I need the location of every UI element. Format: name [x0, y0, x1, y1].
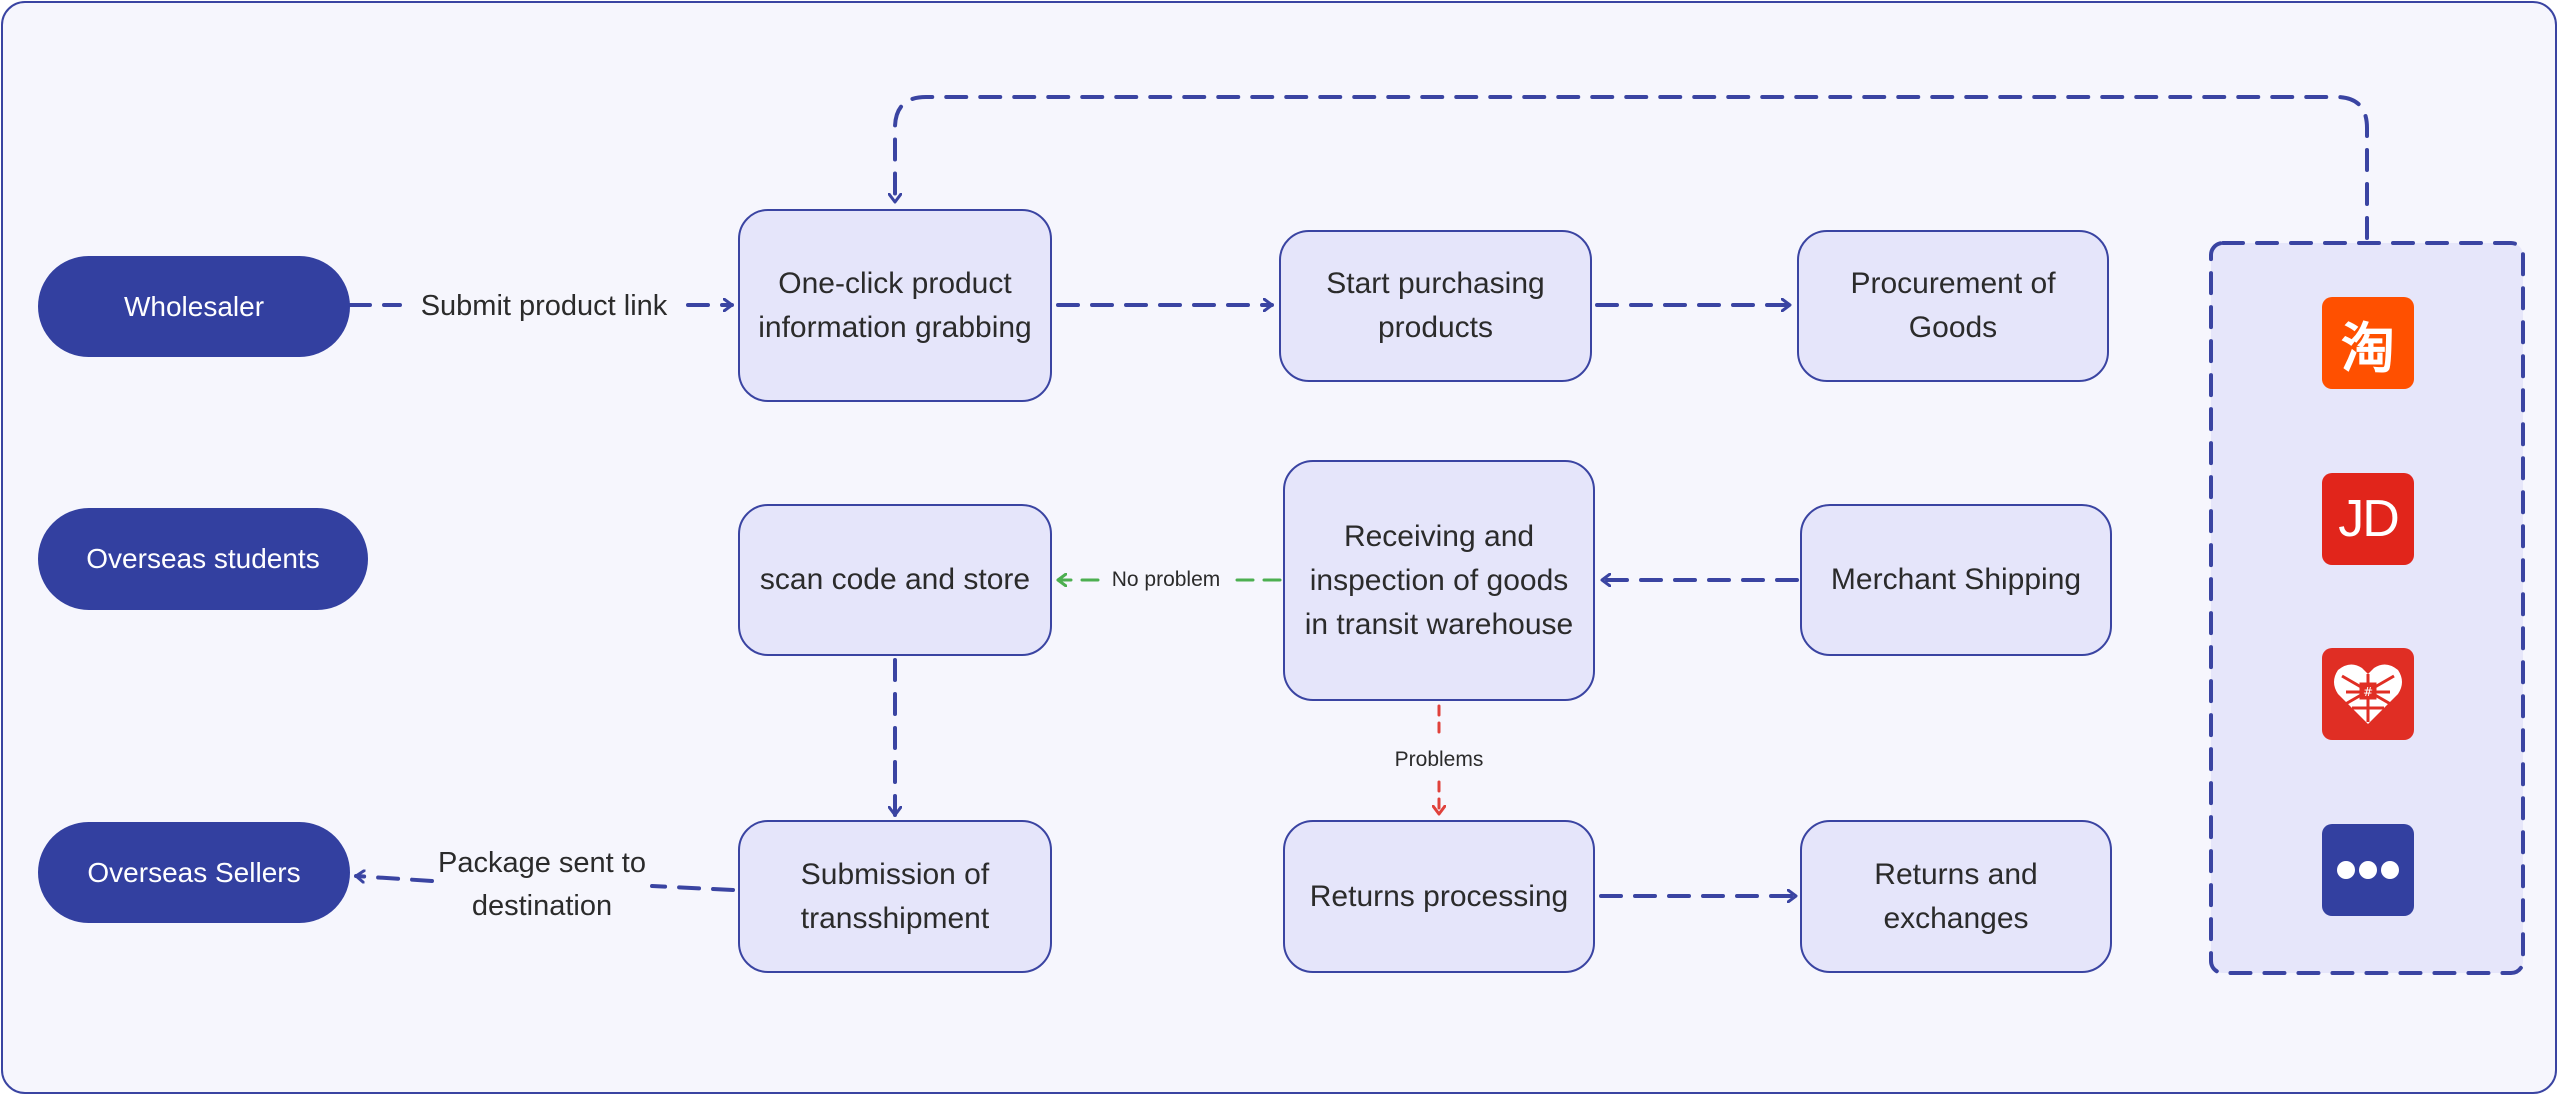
submit-link-label: Submit product link: [420, 289, 668, 322]
procurement-label: Procurement of Goods: [1850, 267, 2056, 344]
overseas-students-role: Overseas students: [38, 508, 368, 610]
returns-processing-node: Returns processing: [1283, 820, 1595, 973]
arrow-platform-to-grab: [895, 95, 2369, 240]
receiving-inspection-label: Receiving and inspection of goods in tra…: [1304, 519, 1574, 641]
overseas-sellers-role: Overseas Sellers: [38, 822, 350, 923]
more-apps-icon: [2322, 824, 2414, 916]
grab-info-label: One-click product information grabbing: [758, 266, 1032, 344]
submission-node: Submission of transshipment: [738, 820, 1052, 973]
scan-store-label: scan code and store: [759, 563, 1031, 596]
wholesaler-role: Wholesaler: [38, 256, 350, 357]
receiving-inspection-node: Receiving and inspection of goods in tra…: [1283, 460, 1595, 701]
pinduoduo-icon: #: [2322, 648, 2414, 740]
problems-label: Problems: [1394, 748, 1484, 771]
arrow-submission-to-label: [650, 884, 735, 892]
taobao-glyph: 淘: [2341, 316, 2395, 380]
jd-glyph: JD: [2338, 490, 2400, 548]
procurement-node: Procurement of Goods: [1797, 230, 2109, 382]
platform-panel-outline: [2209, 241, 2525, 975]
scan-store-node: scan code and store: [738, 504, 1052, 656]
returns-processing-label: Returns processing: [1309, 879, 1569, 913]
start-purchasing-label: Start purchasing products: [1326, 267, 1545, 344]
grab-info-node: One-click product information grabbing: [738, 209, 1052, 402]
merchant-shipping-label: Merchant Shipping: [1830, 563, 2082, 596]
merchant-shipping-node: Merchant Shipping: [1800, 504, 2112, 656]
package-sent-label: Package sent to destination: [434, 841, 650, 929]
package-sent-text: Package sent to destination: [438, 847, 646, 922]
arrow-label-to-sellers: [354, 876, 434, 881]
no-problem-label: No problem: [1111, 568, 1221, 591]
jd-icon: JD: [2322, 473, 2414, 565]
submission-label: Submission of transshipment: [800, 857, 990, 935]
svg-text:#: #: [2363, 685, 2373, 699]
returns-exchanges-label: Returns and exchanges: [1874, 857, 2038, 935]
pinduoduo-heart-icon: #: [2334, 664, 2402, 724]
ellipsis-icon: [2337, 861, 2399, 879]
taobao-icon: 淘: [2322, 297, 2414, 389]
returns-exchanges-node: Returns and exchanges: [1800, 820, 2112, 973]
start-purchasing-node: Start purchasing products: [1279, 230, 1592, 382]
